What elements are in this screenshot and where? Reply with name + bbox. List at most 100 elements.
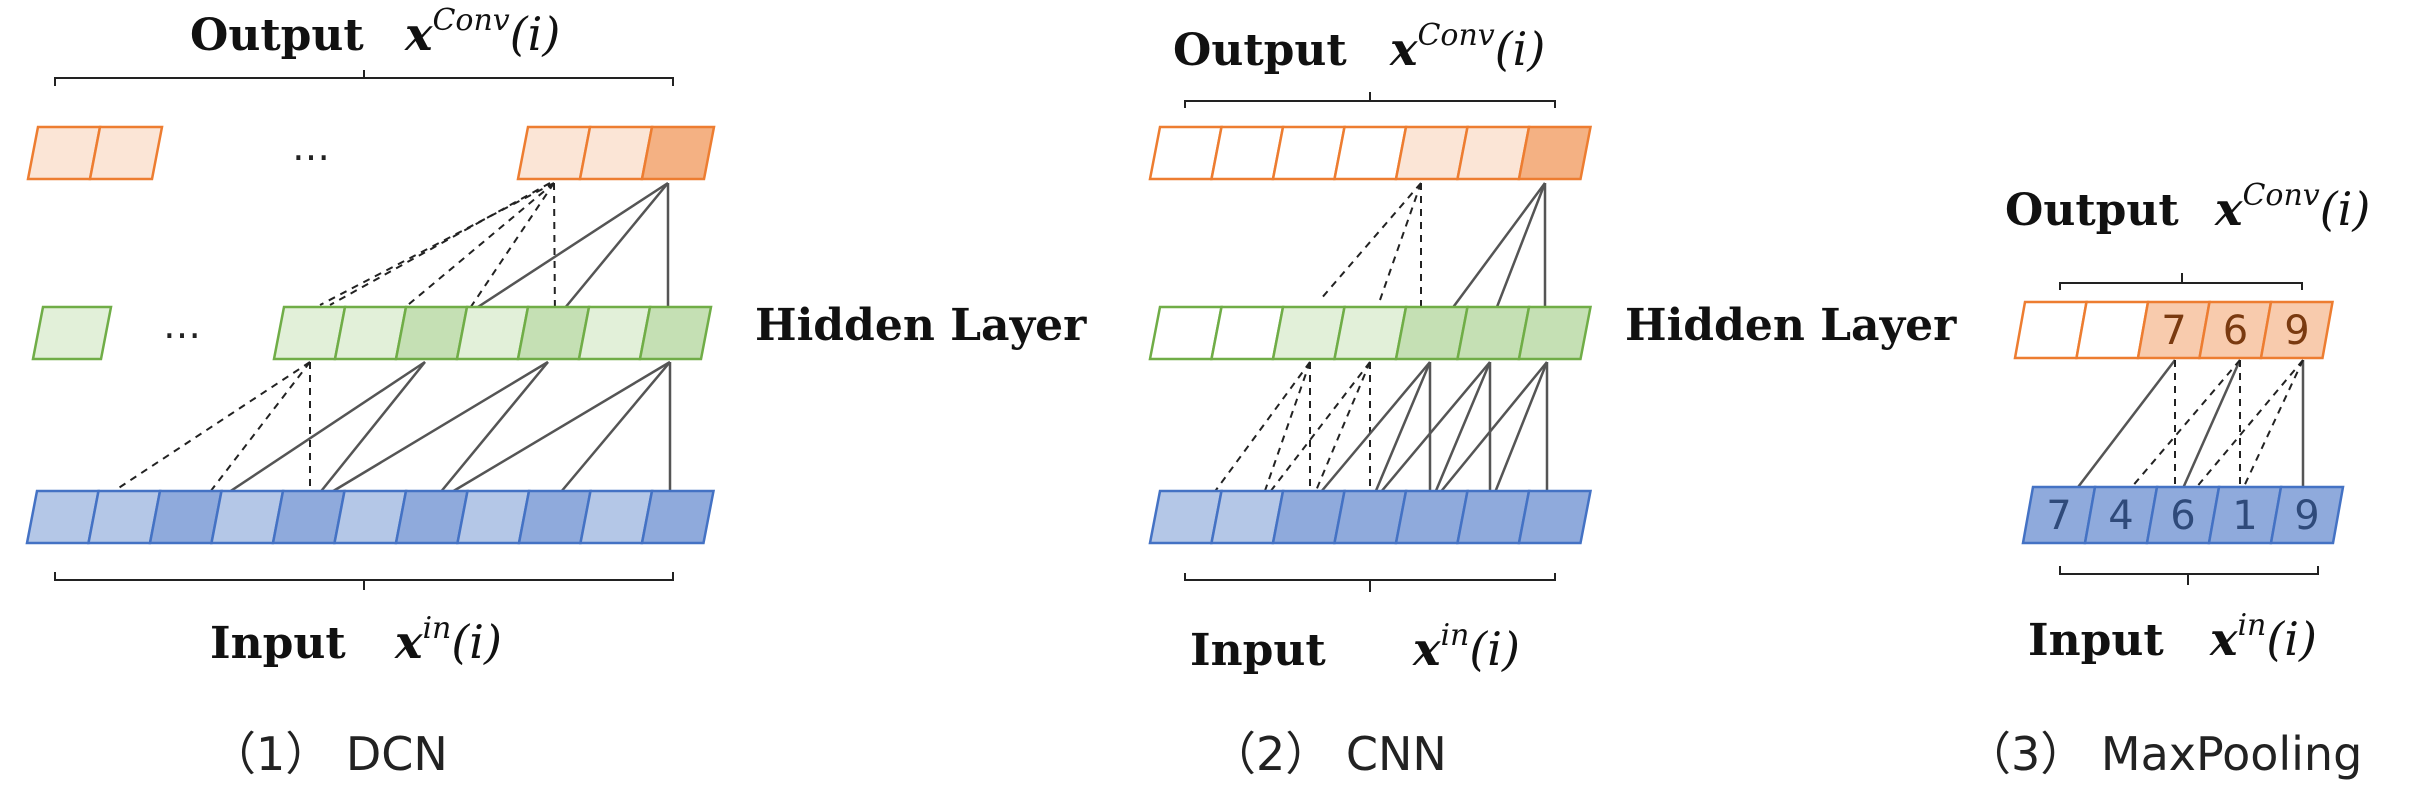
dcn-hidden-cell: [272, 305, 347, 361]
dcn-output-symbol: xConv(i): [404, 3, 560, 61]
cnn-link: [1319, 182, 1422, 301]
maxpool-connections: [2071, 359, 2305, 496]
maxpool-input-symbol: xin(i): [2209, 608, 2317, 666]
cnn-input-label: Input: [1190, 625, 1326, 676]
dcn-hidden-cell: [333, 305, 408, 361]
cnn-output-row: [1148, 125, 1593, 181]
dcn-input-cell: [455, 489, 531, 545]
cnn-link: [1259, 361, 1371, 506]
cnn-link: [1429, 361, 1548, 506]
maxpool-output-symbol: xConv(i): [2214, 178, 2370, 236]
dcn-link: [554, 182, 669, 321]
cnn-link: [1204, 361, 1311, 506]
dcn-input-cell: [640, 489, 716, 545]
maxpool-caption: （3） MaxPooling: [1965, 727, 2362, 781]
cnn-output-cell: [1394, 125, 1470, 181]
dcn-link: [429, 361, 549, 506]
cnn-input-cell: [1271, 489, 1347, 545]
dcn-connections: [69, 181, 672, 521]
cnn-hidden-cell: [1271, 305, 1347, 361]
dcn-link: [451, 182, 555, 336]
cnn-input-cell: [1455, 489, 1531, 545]
maxpool-output-bracket: [2059, 273, 2303, 290]
dcn-output-cell: [578, 125, 654, 181]
cnn-output-symbol: xConv(i): [1389, 18, 1545, 76]
maxpool-output-value: 7: [2161, 308, 2186, 354]
cnn-input-symbol: xin(i): [1412, 618, 1520, 676]
dcn-hidden-label: Hidden Layer: [755, 300, 1087, 351]
cnn-output-cell: [1332, 125, 1408, 181]
dcn-link: [429, 360, 671, 507]
cnn-link: [1309, 361, 1431, 506]
maxpool-output-cell: [2259, 300, 2334, 360]
maxpool-input-value: 7: [2046, 493, 2071, 539]
cnn-link: [1259, 361, 1311, 506]
cnn-hidden-cell: [1209, 305, 1285, 361]
dcn-link: [329, 182, 551, 306]
cnn-link: [1309, 361, 1371, 506]
dcn-output-cell: [26, 125, 102, 181]
dcn-input-cell: [271, 489, 347, 545]
dcn-output-cell: [88, 125, 164, 181]
dcn-caption: （1） DCN: [210, 727, 448, 781]
maxpool-output-label: Output: [2005, 185, 2179, 236]
dcn-input-cell: [517, 489, 593, 545]
cnn-hidden-row: [1148, 305, 1593, 361]
dcn-output-bracket: [54, 70, 674, 86]
dcn-input-symbol: xin(i): [394, 611, 502, 669]
dcn-output-label: Output: [190, 10, 364, 61]
panel-cnn: Output xConv(i) Input xin(i) （2） CNN: [1148, 18, 1593, 781]
cnn-output-cell: [1209, 125, 1285, 181]
dcn-hidden-cell: [455, 305, 530, 361]
dcn-output-row: …: [26, 125, 716, 181]
maxpool-input-value: 1: [2232, 493, 2257, 539]
dcn-input-cell: [394, 489, 470, 545]
dcn-hidden-cell: [31, 305, 113, 361]
cnn-hidden-label: Hidden Layer: [1625, 300, 1957, 351]
cnn-input-cell: [1394, 489, 1470, 545]
dcn-input-bracket: [54, 572, 674, 590]
cnn-link: [1488, 182, 1547, 326]
cnn-link: [1368, 361, 1432, 506]
dcn-input-cell: [86, 489, 162, 545]
cnn-link: [1488, 361, 1549, 506]
dcn-hidden-row: …: [31, 303, 713, 361]
dcn-input-cell: [25, 489, 101, 545]
dcn-input-label: Input: [210, 618, 346, 669]
maxpool-link: [2189, 359, 2304, 496]
maxpool-output-cell: [2075, 300, 2150, 360]
dcn-link: [553, 182, 556, 321]
cnn-input-row: [1148, 489, 1593, 545]
cnn-hidden-cell: [1394, 305, 1470, 361]
maxpool-output-value: 9: [2284, 308, 2309, 354]
dcn-hidden-cell: [577, 305, 652, 361]
cnn-link: [1428, 361, 1492, 506]
cnn-input-cell: [1148, 489, 1224, 545]
cnn-output-bracket: [1184, 92, 1556, 108]
dcn-input-cell: [332, 489, 408, 545]
maxpool-input-value: 6: [2170, 493, 2195, 539]
maxpool-link: [2178, 359, 2242, 496]
cnn-input-cell: [1209, 489, 1285, 545]
cnn-output-cell: [1271, 125, 1347, 181]
dcn-hidden-cell: [394, 305, 469, 361]
cnn-caption: （2） CNN: [1210, 727, 1447, 781]
maxpool-input-label: Input: [2028, 615, 2164, 666]
cnn-connections: [1204, 182, 1549, 506]
dcn-output-cell: [640, 125, 716, 181]
cnn-input-cell: [1517, 489, 1593, 545]
dcn-link: [309, 361, 426, 506]
dcn-link: [319, 182, 555, 306]
cnn-hidden-cell: [1332, 305, 1408, 361]
cnn-output-label: Output: [1173, 25, 1347, 76]
cnn-link: [1438, 182, 1547, 326]
maxpool-input-value: 4: [2108, 493, 2133, 539]
dcn-hidden-cell: [638, 305, 713, 361]
cnn-link: [1379, 182, 1422, 301]
cnn-output-cell: [1455, 125, 1531, 181]
dcn-output-ellipsis: …: [292, 125, 330, 169]
cnn-output-cell: [1517, 125, 1593, 181]
